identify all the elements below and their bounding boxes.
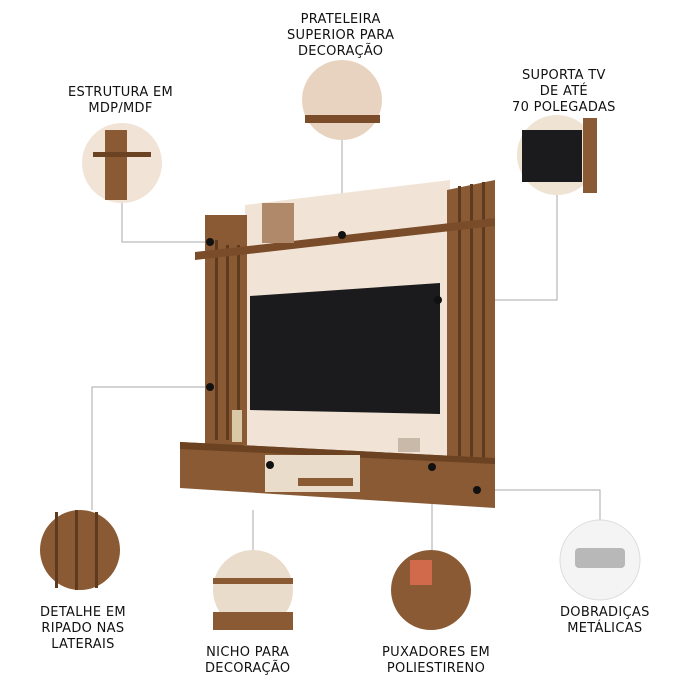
callout-line: METÁLICAS — [567, 621, 643, 636]
callout-structure: ESTRUTURA EM MDP/MDF — [68, 85, 173, 117]
callout-line: DECORAÇÃO — [297, 44, 384, 59]
detail-shelf — [302, 60, 382, 140]
callout-niche: NICHO PARA DECORAÇÃO — [205, 645, 290, 677]
detail-circles — [40, 60, 641, 630]
callout-dots — [206, 231, 481, 494]
right-slats — [447, 180, 495, 505]
callout-line: ESTRUTURA EM — [68, 85, 173, 100]
callout-slats: DETALHE EM RIPADO NAS LATERAIS — [40, 605, 126, 653]
callout-line: SUPORTA TV — [521, 68, 606, 83]
callout-line: RIPADO NAS — [41, 621, 125, 636]
callout-line: POLIESTIRENO — [386, 661, 486, 676]
callout-line: DECORAÇÃO — [205, 661, 291, 676]
detail-slats — [40, 510, 120, 590]
callout-hinges: DOBRADIÇAS METÁLICAS — [560, 605, 650, 637]
callout-shelf: PRATELEIRA SUPERIOR PARA DECORAÇÃO — [287, 12, 394, 60]
callout-handles: PUXADORES EM POLIESTIRENO — [382, 645, 490, 677]
callout-line: 70 POLEGADAS — [512, 100, 616, 115]
callout-line: DE ATÉ — [539, 84, 588, 99]
callout-line: PUXADORES EM — [382, 645, 491, 660]
callout-line: MDP/MDF — [88, 101, 153, 116]
callout-line: DOBRADIÇAS — [560, 605, 650, 620]
callout-line: NICHO PARA — [206, 645, 290, 660]
callout-line: LATERAIS — [51, 637, 115, 652]
callout-line: DETALHE EM — [40, 605, 126, 620]
callout-line: SUPERIOR PARA — [287, 28, 395, 43]
detail-niche — [213, 550, 293, 630]
callout-line: PRATELEIRA — [300, 12, 381, 27]
callout-tv: SUPORTA TV DE ATÉ 70 POLEGADAS — [512, 68, 616, 116]
decor-box — [262, 203, 294, 243]
tv — [250, 283, 440, 414]
top-shelf — [195, 218, 495, 260]
niche — [265, 455, 360, 492]
